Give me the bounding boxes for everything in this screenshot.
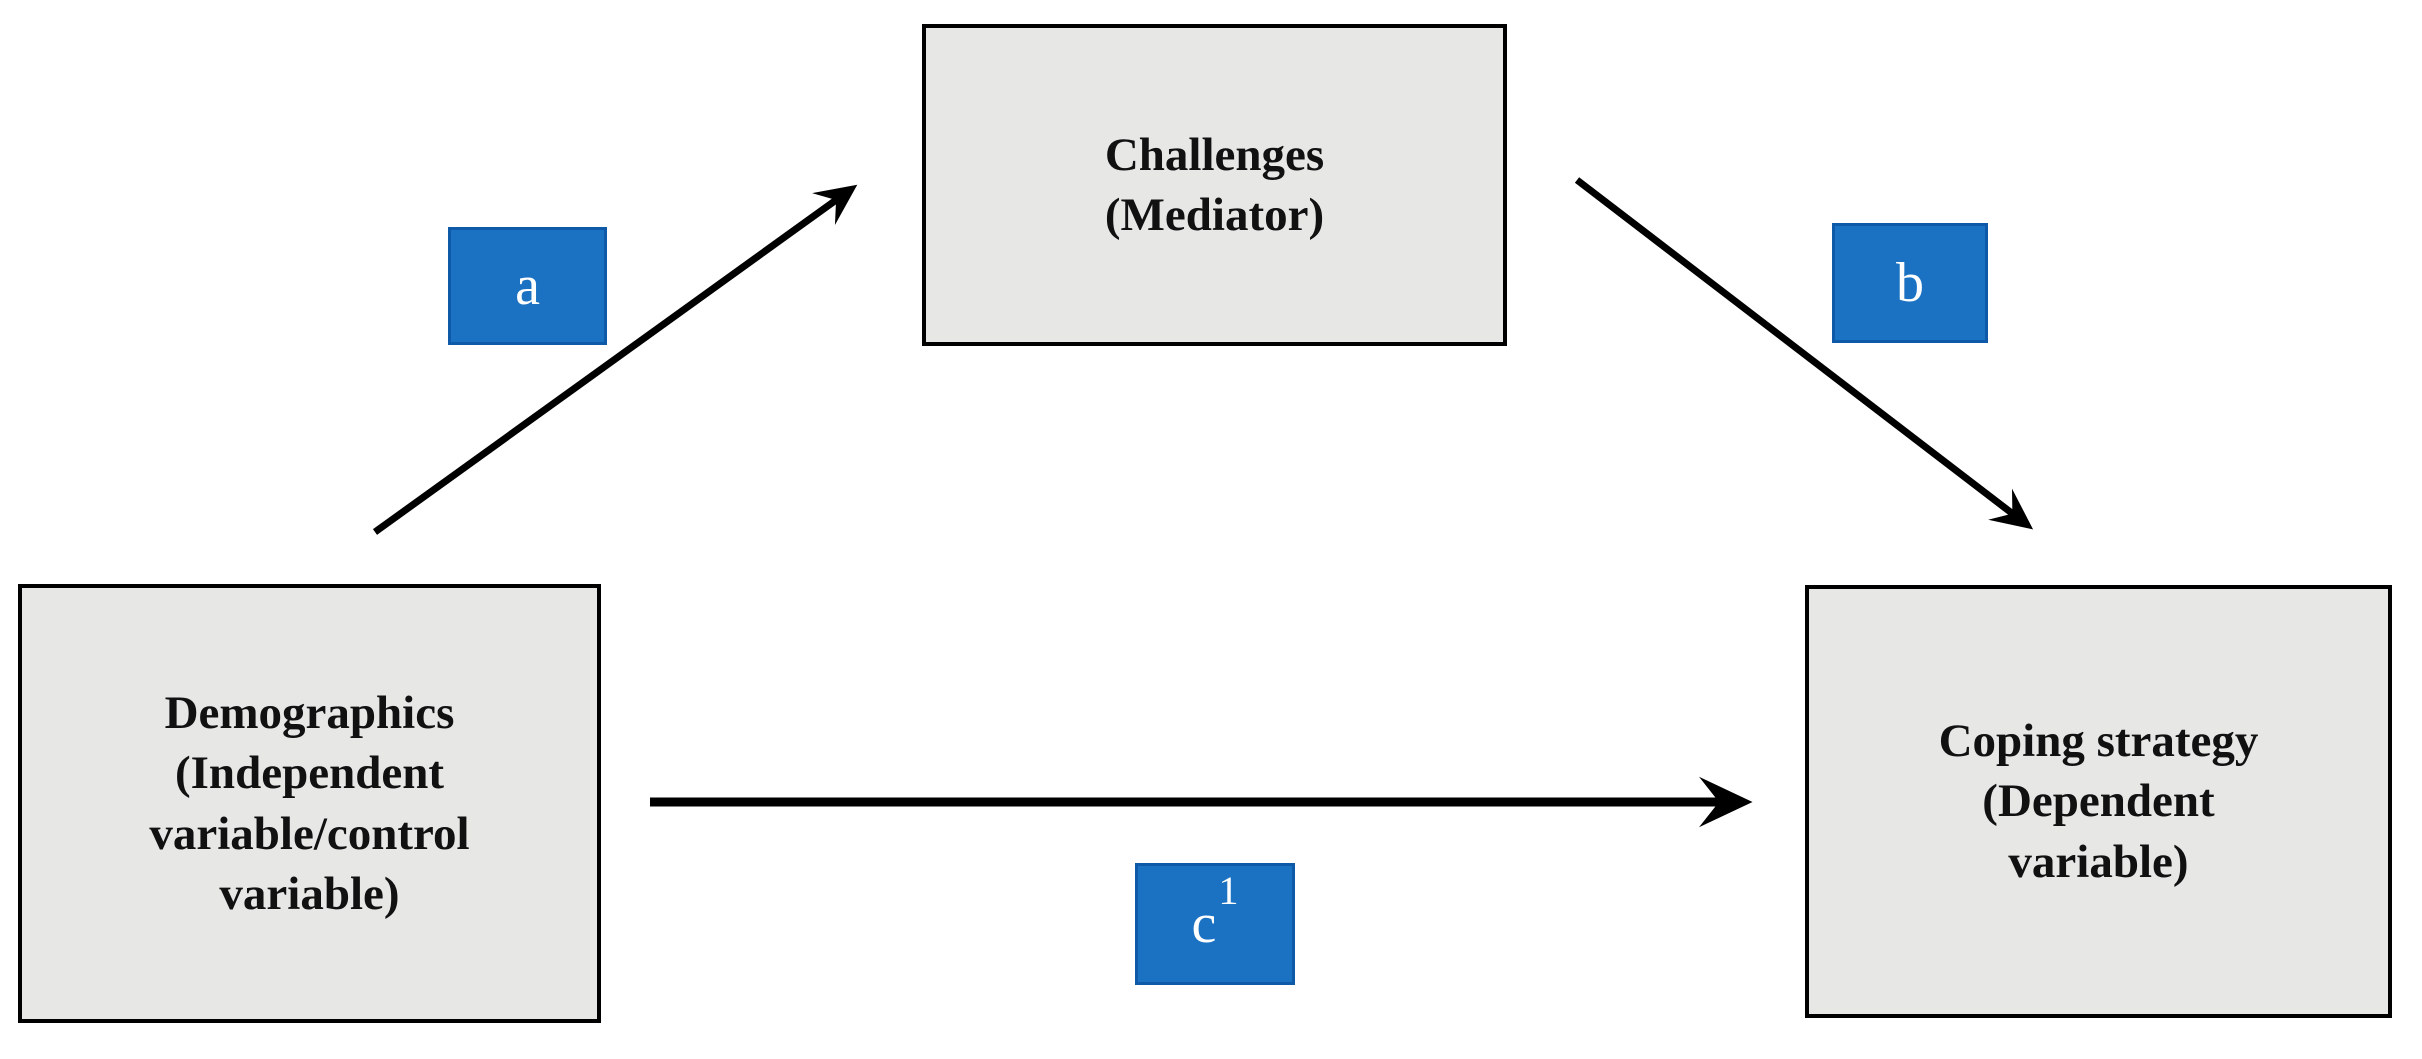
node-dependent-variable: Coping strategy (Dependent variable) xyxy=(1805,585,2392,1018)
node-independent-line: variable/control xyxy=(149,807,470,860)
node-independent-text: Demographics (Independent variable/contr… xyxy=(149,683,469,924)
path-label-c-base: c xyxy=(1191,893,1217,955)
path-label-c-text: c1 xyxy=(1191,871,1238,955)
node-mediator-text: Challenges (Mediator) xyxy=(1105,125,1324,245)
node-mediator-line: Challenges xyxy=(1104,128,1325,181)
path-label-a-text: a xyxy=(515,255,540,317)
node-dependent-line: (Dependent xyxy=(1982,775,2215,828)
path-label-c: c1 xyxy=(1135,863,1295,985)
path-label-a: a xyxy=(448,227,607,345)
node-mediator: Challenges (Mediator) xyxy=(922,24,1507,346)
node-dependent-line: Coping strategy xyxy=(1938,715,2259,768)
node-independent-variable: Demographics (Independent variable/contr… xyxy=(18,584,601,1023)
arrow-a-independent-to-mediator xyxy=(372,184,858,535)
path-label-b-text: b xyxy=(1896,252,1924,314)
node-dependent-line: variable) xyxy=(2008,835,2189,888)
node-dependent-text: Coping strategy (Dependent variable) xyxy=(1939,711,2259,891)
node-independent-line: Demographics xyxy=(164,687,455,740)
path-label-b: b xyxy=(1832,223,1988,343)
node-independent-line: (Independent xyxy=(174,747,444,800)
node-mediator-line: (Mediator) xyxy=(1104,189,1325,241)
path-label-c-superscript: 1 xyxy=(1218,868,1239,914)
node-independent-line: variable) xyxy=(219,867,400,920)
